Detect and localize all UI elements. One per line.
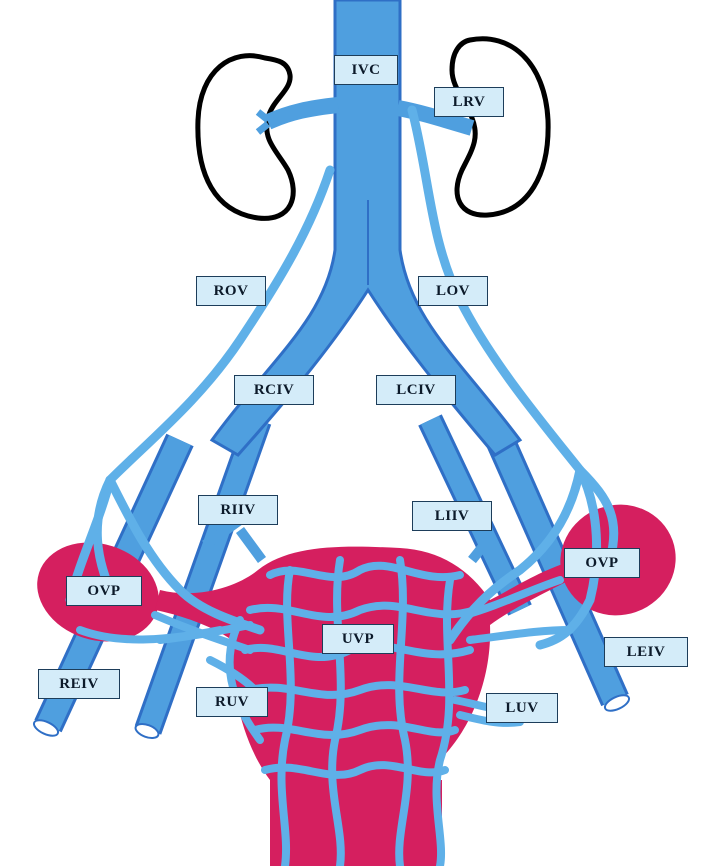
label-lov: LOV <box>418 276 488 306</box>
label-rov: ROV <box>196 276 266 306</box>
uterine-venous-plexus <box>76 556 574 866</box>
right-internal-iliac-vein <box>134 415 272 739</box>
label-reiv: REIV <box>38 669 120 699</box>
inferior-vena-cava <box>209 0 523 457</box>
label-ruv: RUV <box>196 687 268 717</box>
renal-veins <box>255 97 475 136</box>
label-ovp-right-side: OVP <box>66 576 142 606</box>
label-ivc: IVC <box>334 55 398 85</box>
label-luv: LUV <box>486 693 558 723</box>
label-leiv: LEIV <box>604 637 688 667</box>
left-kidney <box>449 36 551 218</box>
label-uvp: UVP <box>322 624 394 654</box>
right-kidney <box>195 53 296 221</box>
label-liiv: LIIV <box>412 501 492 531</box>
label-riiv: RIIV <box>198 495 278 525</box>
label-rciv: RCIV <box>234 375 314 405</box>
label-lciv: LCIV <box>376 375 456 405</box>
label-ovp-left-side: OVP <box>564 548 640 578</box>
label-lrv: LRV <box>434 87 504 117</box>
